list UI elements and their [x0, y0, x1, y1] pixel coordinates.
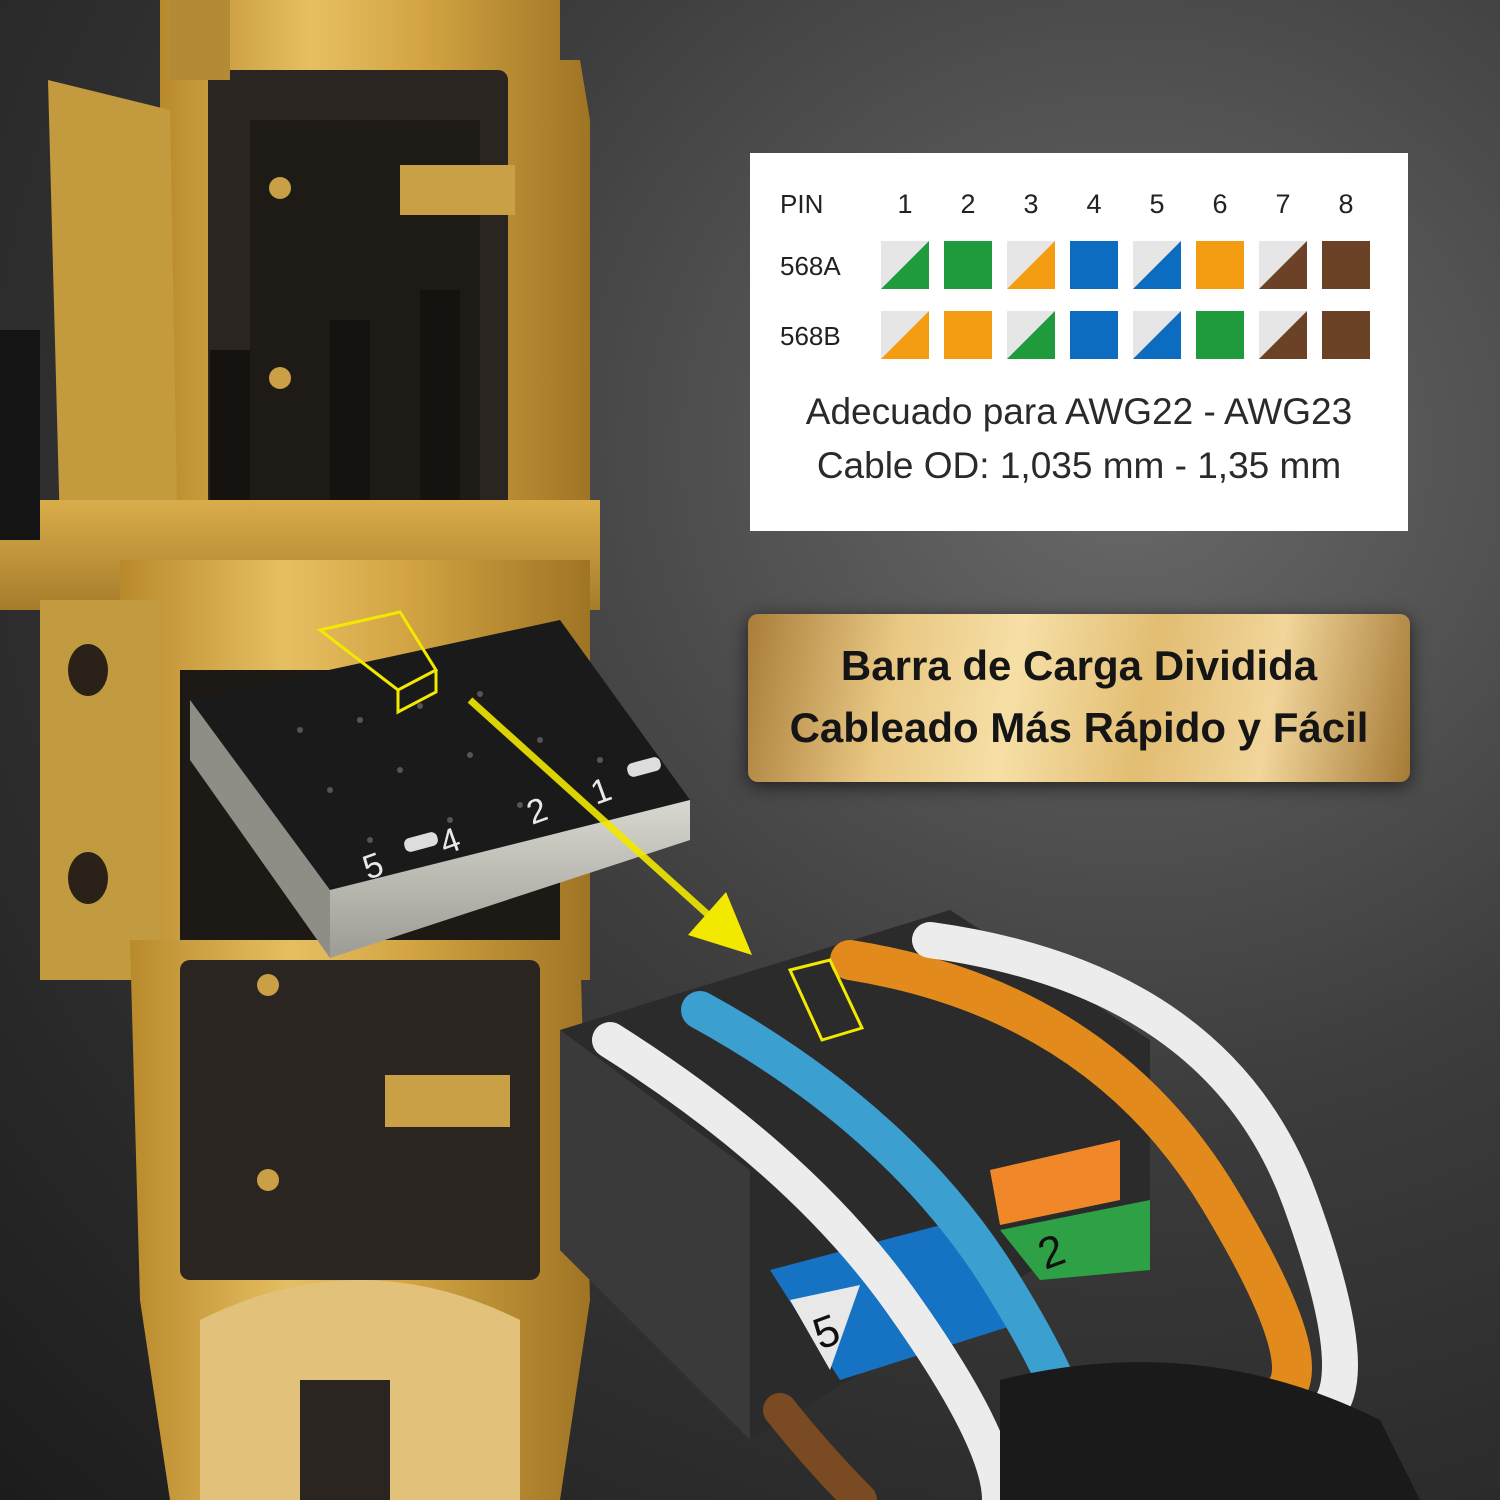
wire-color-swatch	[944, 241, 992, 289]
feature-banner: Barra de Carga Dividida Cableado Más Ráp…	[748, 614, 1410, 782]
wire-holder-block: 5 2	[560, 910, 1420, 1500]
wire-color-swatch	[1070, 311, 1118, 359]
pin-header-label: PIN	[780, 189, 824, 219]
connector-housing-upper	[48, 0, 590, 560]
pin-number: 2	[960, 189, 976, 219]
pin-number: 3	[1023, 189, 1039, 219]
row-label-568a: 568A	[780, 251, 841, 281]
wire-color-swatch	[1196, 311, 1244, 359]
awg-spec-text: Adecuado para AWG22 - AWG23	[805, 391, 1353, 432]
wire-color-swatch	[881, 241, 929, 289]
pin-header-row: PIN 1 2 3 4 5 6 7 8	[750, 185, 1408, 245]
insert-direction-arrow	[467, 697, 752, 955]
wire-color-swatch	[1070, 241, 1118, 289]
pin-number: 1	[897, 189, 913, 219]
cable-od-spec-text: Cable OD: 1,035 mm - 1,35 mm	[816, 445, 1342, 486]
row-label-568b: 568B	[780, 321, 841, 351]
wiring-chart-card: PIN 1 2 3 4 5 6 7 8 568A 568B Adecuado p…	[750, 153, 1408, 531]
wire-color-swatch	[1322, 241, 1370, 289]
banner-title: Barra de Carga Dividida	[840, 642, 1318, 689]
pin-number: 5	[1149, 189, 1165, 219]
wire-color-swatch	[944, 311, 992, 359]
wire-color-swatch	[1259, 241, 1307, 289]
wire-color-swatch	[1007, 311, 1055, 359]
connector-housing-lower	[130, 940, 590, 1500]
wire-color-swatch	[1259, 311, 1307, 359]
wire-color-swatch	[1007, 241, 1055, 289]
banner-subtitle: Cableado Más Rápido y Fácil	[789, 704, 1369, 751]
pin-number: 7	[1275, 189, 1291, 219]
wiring-row-568b: 568B	[750, 311, 1408, 371]
pin-number: 4	[1086, 189, 1102, 219]
wire-color-swatch	[1133, 241, 1181, 289]
pin-number: 8	[1338, 189, 1354, 219]
wire-color-swatch	[1322, 311, 1370, 359]
wire-color-swatch	[1196, 241, 1244, 289]
pin-number: 6	[1212, 189, 1228, 219]
rj45-jack-edge	[0, 330, 40, 540]
wire-color-swatch	[1133, 311, 1181, 359]
wire-color-swatch	[881, 311, 929, 359]
wiring-row-568a: 568A	[750, 241, 1408, 301]
split-load-bar: 5 4 2 1	[190, 610, 690, 958]
